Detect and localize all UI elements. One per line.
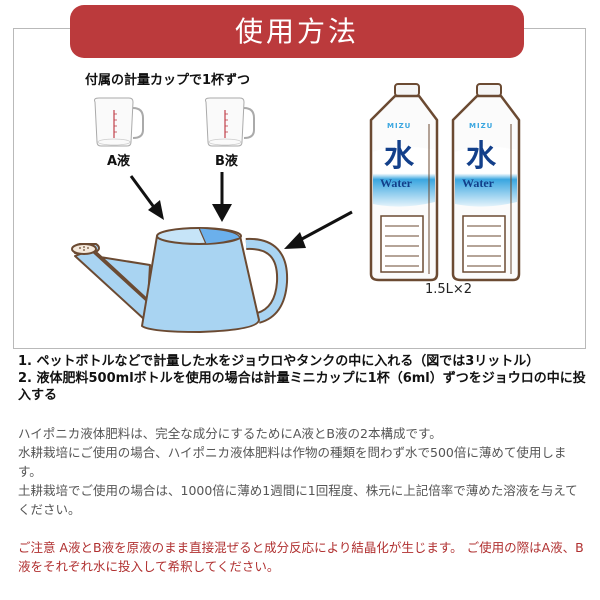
cup-label-b: B液 xyxy=(215,154,238,169)
description-paragraph: 土耕栽培でご使用の場合は、1000倍に薄め1週間に1回程度、株元に上記倍率で薄め… xyxy=(18,483,578,517)
page-title: 使用方法 xyxy=(70,5,524,58)
usage-illustration xyxy=(71,83,521,333)
water-bottle-2-icon xyxy=(451,83,521,282)
bottle-2-brand: MIZU xyxy=(469,122,494,130)
measuring-cup-a-icon xyxy=(94,97,144,147)
bottle-2-name: Water xyxy=(462,176,494,190)
description: ハイポニカ液体肥料は、完全な成分にするためにA液とB液の2本構成です。 水耕栽培… xyxy=(18,424,588,519)
water-bottle-1-icon xyxy=(369,83,439,282)
bottle-caption: 1.5L×2 xyxy=(425,282,473,297)
step-2: 2. 液体肥料500mlボトルを使用の場合は計量ミニカップに1杯（6ml）ずつを… xyxy=(18,371,586,403)
cup-label-a: A液 xyxy=(107,154,131,169)
measuring-cup-b-icon xyxy=(205,97,255,147)
arrow-water-icon xyxy=(284,210,353,249)
arrow-a-icon xyxy=(129,175,164,220)
cup-caption: 付属の計量カップで1杯ずつ xyxy=(85,73,251,88)
description-paragraph: ハイポニカ液体肥料は、完全な成分にするためにA液とB液の2本構成です。 xyxy=(18,426,442,441)
step-1: 1. ペットボトルなどで計量した水をジョウロやタンクの中に入れる（図では3リット… xyxy=(18,354,540,369)
watering-can-icon xyxy=(71,227,289,333)
bottle-2-kanji: 水 xyxy=(466,139,496,174)
bottle-1-brand: MIZU xyxy=(387,122,412,130)
caution-note: ご注意 A液とB液を原液のまま直接混ぜると成分反応により結晶化が生じます。 ご使… xyxy=(18,540,584,574)
arrow-b-icon xyxy=(212,172,232,222)
steps-list: 1. ペットボトルなどで計量した水をジョウロやタンクの中に入れる（図では3リット… xyxy=(18,353,588,404)
description-paragraph: 水耕栽培にご使用の場合、ハイポニカ液体肥料は作物の種類を問わず水で500倍に薄め… xyxy=(18,445,567,479)
bottle-1-kanji: 水 xyxy=(384,139,414,174)
bottle-1-name: Water xyxy=(380,176,412,190)
